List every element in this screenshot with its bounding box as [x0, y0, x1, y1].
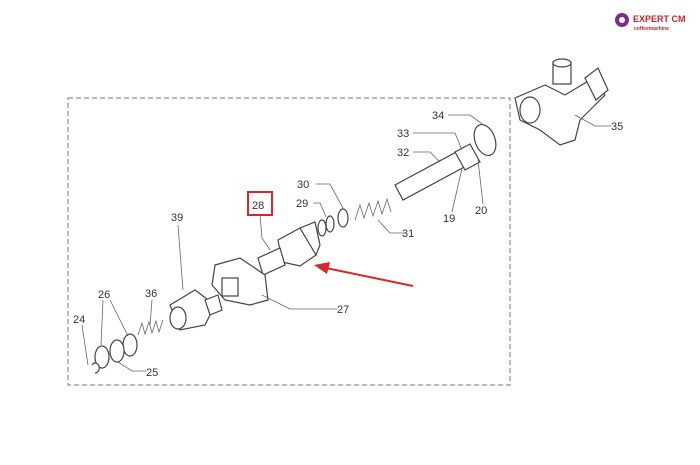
label-39: 39 [171, 212, 183, 224]
part-36-spring [137, 319, 164, 336]
part-29-ring [317, 219, 327, 237]
part-27-flange [211, 257, 269, 306]
label-19: 19 [443, 213, 455, 225]
part-24-clip [91, 362, 100, 374]
part-25-washer [109, 339, 125, 363]
label-28: 28 [252, 200, 264, 212]
label-31: 31 [402, 228, 414, 240]
label-33: 33 [397, 128, 409, 140]
label-30: 30 [297, 179, 309, 191]
label-29: 29 [296, 198, 308, 210]
part-26-washer [94, 345, 110, 369]
part-29-ring [325, 215, 335, 233]
part-32-tube [394, 143, 481, 201]
part-28-fitting [257, 221, 321, 276]
part-31-spring [354, 197, 392, 221]
red-arrow [314, 262, 414, 287]
part-35-valve-body [514, 58, 609, 146]
label-27: 27 [337, 304, 349, 316]
label-26: 26 [98, 289, 110, 301]
part-30-ring [337, 208, 349, 228]
logo-tagline: coffeemachine [634, 26, 669, 32]
highlight-box-28 [247, 191, 273, 216]
assembly-frame [67, 97, 511, 386]
logo-brand: EXPERT CM [633, 14, 686, 24]
label-24: 24 [73, 314, 85, 326]
part-34-o-ring [473, 123, 497, 157]
label-35: 35 [611, 121, 623, 133]
leader-lines [81, 114, 611, 372]
label-25: 25 [146, 367, 158, 379]
label-34: 34 [432, 110, 444, 122]
label-20: 20 [475, 205, 487, 217]
part-39-nut [169, 289, 223, 331]
label-32: 32 [397, 147, 409, 159]
label-36: 36 [145, 288, 157, 300]
part-26-washer [122, 333, 138, 357]
logo: EXPERT CM coffeemachine [615, 13, 686, 32]
